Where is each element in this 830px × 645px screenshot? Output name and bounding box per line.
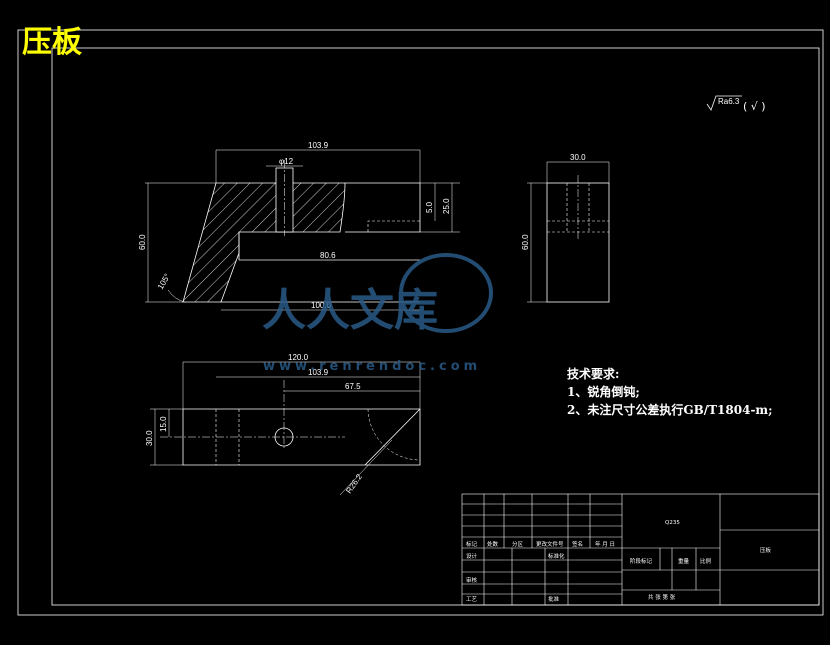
svg-text:80.6: 80.6 bbox=[320, 251, 336, 260]
svg-text:处数: 处数 bbox=[487, 540, 499, 548]
svg-text:分区: 分区 bbox=[512, 540, 524, 548]
svg-text:标准化: 标准化 bbox=[548, 552, 565, 560]
svg-text:比例: 比例 bbox=[700, 557, 712, 565]
svg-text:60.0: 60.0 bbox=[521, 234, 530, 250]
svg-text:标记: 标记 bbox=[466, 540, 478, 548]
svg-text:100.0: 100.0 bbox=[311, 301, 332, 310]
svg-text:30.0: 30.0 bbox=[570, 153, 586, 162]
svg-text:15.0: 15.0 bbox=[159, 416, 168, 432]
svg-text:R26.2: R26.2 bbox=[344, 472, 364, 495]
svg-text:压板: 压板 bbox=[760, 546, 772, 554]
drawing-title: 压板 bbox=[22, 25, 82, 60]
svg-text:67.5: 67.5 bbox=[345, 382, 361, 391]
roughness-symbol: Ra6.3 ( √ ) bbox=[706, 95, 766, 113]
svg-text:人人文库: 人人文库 bbox=[262, 285, 438, 336]
watermark: 人人文库 www.renrendoc.com bbox=[262, 253, 493, 374]
svg-text:φ12: φ12 bbox=[279, 157, 294, 166]
svg-text:工艺: 工艺 bbox=[466, 596, 478, 603]
svg-text:60.0: 60.0 bbox=[138, 234, 147, 250]
svg-text:30.0: 30.0 bbox=[145, 430, 154, 446]
svg-text:批准: 批准 bbox=[548, 595, 560, 603]
top-view: 120.0 103.9 67.5 30.0 15.0 R26.2 bbox=[145, 353, 421, 496]
svg-text:www.renrendoc.com: www.renrendoc.com bbox=[263, 359, 481, 374]
svg-text:审核: 审核 bbox=[466, 576, 478, 584]
svg-text:阶段标记: 阶段标记 bbox=[630, 557, 653, 565]
svg-text:更改文件号: 更改文件号 bbox=[536, 540, 564, 548]
svg-text:2、未注尺寸公差执行GB/T1804-m;: 2、未注尺寸公差执行GB/T1804-m; bbox=[567, 402, 773, 417]
svg-text:1、锐角倒钝;: 1、锐角倒钝; bbox=[567, 384, 640, 399]
svg-text:120.0: 120.0 bbox=[288, 353, 309, 362]
svg-text:设计: 设计 bbox=[466, 552, 478, 560]
svg-text:年 月 日: 年 月 日 bbox=[595, 540, 615, 548]
svg-text:技术要求:: 技术要求: bbox=[567, 366, 619, 381]
title-block bbox=[461, 493, 820, 606]
technical-requirements: 技术要求: 1、锐角倒钝; 2、未注尺寸公差执行GB/T1804-m; bbox=[567, 366, 773, 417]
svg-text:105°: 105° bbox=[156, 272, 172, 291]
svg-text:5.0: 5.0 bbox=[425, 201, 434, 213]
front-view: 103.9 φ12 5.0 25.0 60.0 80.6 100.0 105° bbox=[138, 141, 460, 311]
svg-text:重量: 重量 bbox=[678, 557, 690, 565]
section-hatch bbox=[182, 182, 346, 303]
svg-text:共 张 第 张: 共 张 第 张 bbox=[648, 593, 676, 601]
outer-border bbox=[17, 29, 824, 616]
svg-text:( √ ): ( √ ) bbox=[743, 100, 766, 113]
svg-text:Ra6.3: Ra6.3 bbox=[718, 97, 740, 106]
side-view: 30.0 60.0 bbox=[521, 153, 610, 303]
inner-border bbox=[51, 47, 820, 606]
svg-text:103.9: 103.9 bbox=[308, 141, 329, 150]
svg-text:25.0: 25.0 bbox=[442, 198, 451, 214]
svg-text:Q235: Q235 bbox=[665, 520, 680, 526]
svg-text:签名: 签名 bbox=[572, 540, 583, 548]
svg-text:103.9: 103.9 bbox=[308, 368, 329, 377]
title-block-text: Q235 压板 标记 处数 分区 更改文件号 签名 年 月 日 设计 标准化 阶… bbox=[466, 520, 772, 603]
